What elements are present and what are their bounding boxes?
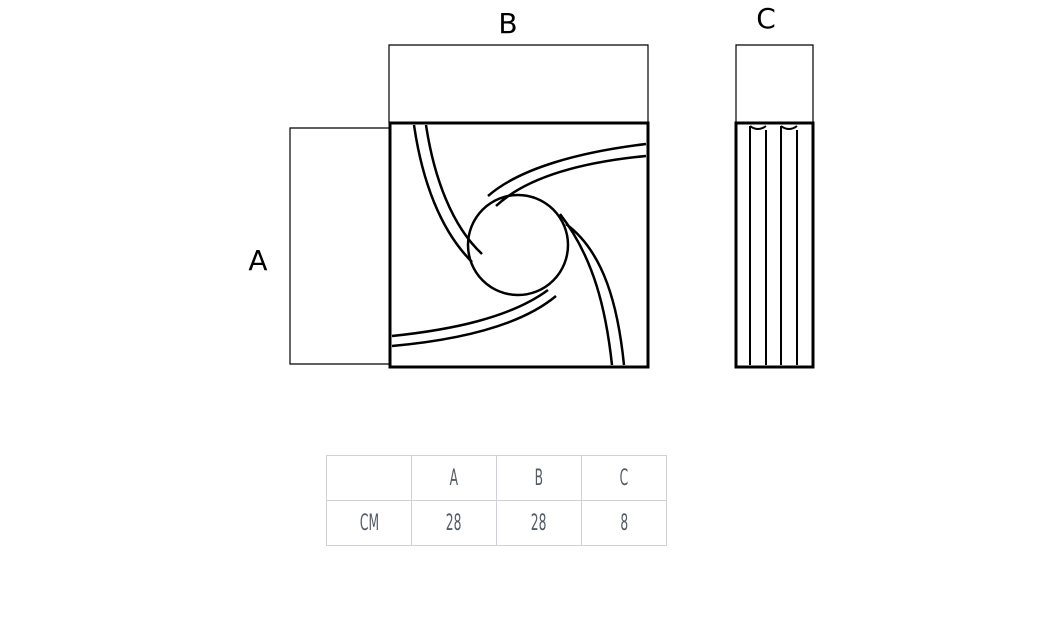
dimension-label-a: A bbox=[248, 244, 267, 277]
dimension-label-c: C bbox=[756, 2, 776, 35]
table-row-label: CM bbox=[326, 500, 412, 546]
table-header-cell: A bbox=[411, 455, 497, 501]
dimension-label-b: B bbox=[498, 7, 517, 40]
table-cell: 28 bbox=[411, 500, 497, 546]
tile-side-view bbox=[734, 121, 815, 369]
table-cell: 8 bbox=[581, 500, 667, 546]
table-header-cell bbox=[326, 455, 412, 501]
table-cell: 28 bbox=[496, 500, 582, 546]
table-header-cell: B bbox=[496, 455, 582, 501]
dimension-bracket-a bbox=[289, 127, 391, 365]
table-header-cell: C bbox=[581, 455, 667, 501]
dimension-bracket-b bbox=[388, 44, 649, 123]
tile-dimension-drawing: B C A bbox=[248, 2, 815, 369]
table-row: CM 28 28 8 bbox=[326, 500, 667, 546]
dimensions-table: A B C CM 28 28 8 bbox=[326, 455, 667, 546]
tile-front-view bbox=[388, 121, 650, 369]
dimension-bracket-c bbox=[735, 44, 814, 123]
table-header-row: A B C bbox=[326, 455, 667, 501]
